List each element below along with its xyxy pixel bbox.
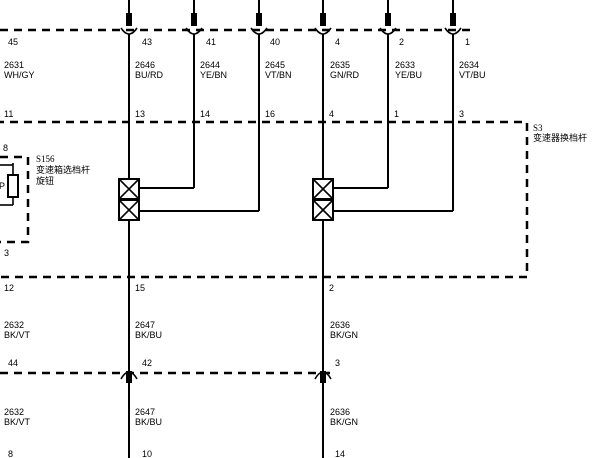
top-pin-0: 45	[8, 37, 18, 47]
wire-color: VT/BN	[265, 70, 292, 80]
s3-pin-0: 11	[4, 109, 13, 119]
bottom-pin-0: 8	[8, 449, 13, 458]
top-pin-4: 4	[335, 37, 340, 47]
s3-bottom-pin-2: 2	[329, 283, 334, 293]
bottom-pin-1: 10	[142, 449, 152, 458]
wire-circuit: 2632	[4, 407, 24, 417]
wire-color: VT/BU	[459, 70, 486, 80]
s3-pin-1: 13	[135, 109, 145, 119]
s156-pin-top: 8	[3, 143, 8, 153]
s3-pin-4: 4	[329, 109, 334, 119]
wire-color: BK/BU	[135, 417, 162, 427]
s156-switch-symbol: P	[0, 163, 19, 206]
lower-pin-2: 3	[335, 358, 340, 368]
wire-circuit: 2632	[4, 320, 24, 330]
wire-circuit: 2631	[4, 60, 24, 70]
wire-circuit: 2635	[330, 60, 350, 70]
wire-color: WH/GY	[4, 70, 35, 80]
s3-id-label: S3	[533, 123, 543, 133]
s156-id-label: S156	[36, 154, 55, 164]
lower-pin-0: 44	[8, 358, 18, 368]
s156-symbol-text: P	[0, 181, 5, 191]
wire-circuit: 2636	[330, 407, 350, 417]
s3-bottom-pin-0: 12	[4, 283, 14, 293]
wire-circuit: 2634	[459, 60, 479, 70]
wire-color: BK/VT	[4, 417, 31, 427]
bottom-pin-2: 14	[335, 449, 345, 458]
wire-color: GN/RD	[330, 70, 360, 80]
top-incoming-wires	[126, 0, 456, 26]
mid-wire-labels: 2632 BK/VT 2647 BK/BU 2636 BK/GN	[4, 320, 358, 340]
wire-circuit: 2645	[265, 60, 285, 70]
wire-color: BU/RD	[135, 70, 164, 80]
s156-name-label-line1: 变速箱选档杆	[36, 164, 90, 176]
s3-pin-5: 1	[394, 109, 399, 119]
s3-internal-wiring	[140, 187, 453, 212]
wire-color: YE/BU	[395, 70, 422, 80]
wires-to-s3	[128, 34, 454, 458]
s3-switch-contacts-left	[118, 178, 140, 221]
s3-switch-contacts-right	[312, 178, 334, 221]
bottom-wire-labels: 2632 BK/VT 2647 BK/BU 2636 BK/GN	[4, 407, 358, 427]
s3-name-label: 变速器换档杆	[533, 132, 587, 144]
top-pin-3: 40	[270, 37, 280, 47]
wire-color: BK/GN	[330, 330, 358, 340]
wire-color: BK/GN	[330, 417, 358, 427]
s3-pin-2: 14	[200, 109, 210, 119]
wire-color: BK/BU	[135, 330, 162, 340]
wire-circuit: 2633	[395, 60, 415, 70]
top-pin-1: 43	[142, 37, 152, 47]
lower-pin-1: 42	[142, 358, 152, 368]
top-pin-5: 2	[399, 37, 404, 47]
wire-circuit: 2644	[200, 60, 220, 70]
wire-circuit: 2647	[135, 320, 155, 330]
s3-component-outline	[0, 120, 529, 279]
wire-circuit: 2636	[330, 320, 350, 330]
top-wire-labels: 2631 WH/GY 2646 BU/RD 2644 YE/BN 2645 VT…	[4, 60, 486, 80]
top-pin-6: 1	[465, 37, 470, 47]
s156-component-outline	[0, 155, 30, 244]
wire-color: BK/VT	[4, 330, 31, 340]
wire-color: YE/BN	[200, 70, 227, 80]
s156-name-label-line2: 旋钮	[36, 175, 54, 187]
lower-connector-pin-symbols	[120, 371, 332, 383]
s156-pin-bottom: 3	[4, 248, 9, 258]
top-pin-2: 41	[206, 37, 216, 47]
s3-pin-6: 3	[459, 109, 464, 119]
s3-pin-3: 16	[265, 109, 275, 119]
wire-circuit: 2646	[135, 60, 155, 70]
wire-circuit: 2647	[135, 407, 155, 417]
s3-bottom-pin-1: 15	[135, 283, 145, 293]
